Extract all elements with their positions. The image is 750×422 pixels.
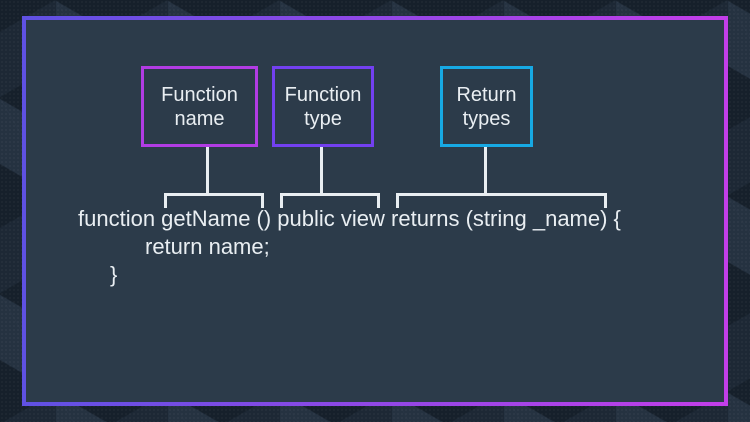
connector-bracket-return-types [396,193,607,208]
connector-stem-function-name [206,147,209,194]
connector-bracket-function-name [164,193,264,208]
code-line-return-statement: return name; [145,234,270,259]
label-function-type: Function type [284,83,362,130]
label-return-types: Return types [456,83,517,130]
connector-bracket-function-type [280,193,380,208]
connector-stem-return-types [484,147,487,194]
code-snippet: function getName () public view returns … [78,205,621,289]
label-box-function-name: Function name [141,66,258,147]
slide-panel: Function name Function type Return types… [26,20,724,402]
label-box-function-type: Function type [272,66,374,147]
slide-frame: Function name Function type Return types… [22,16,728,406]
code-line-signature: function getName () public view returns … [78,206,621,231]
label-function-name: Function name [161,83,238,130]
label-box-return-types: Return types [440,66,533,147]
connector-stem-function-type [320,147,323,194]
code-line-closing-brace: } [110,262,118,287]
